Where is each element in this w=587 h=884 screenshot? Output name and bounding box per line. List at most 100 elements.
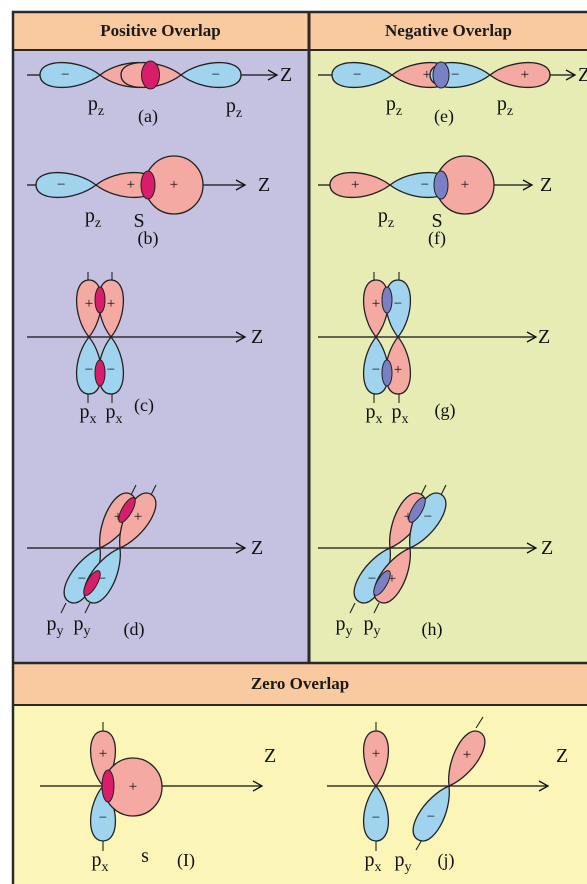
lobe-I-minus-sign: − <box>99 810 107 826</box>
lobe-a1-minus-shape <box>40 63 100 88</box>
caption-h: (h) <box>422 619 443 640</box>
lobe-f-plus-shape <box>330 173 390 198</box>
overlap-c-bot <box>95 360 105 386</box>
lobe-a2-minus: − <box>181 63 241 88</box>
lobe-b-minus: − <box>36 173 96 198</box>
sphere-b-sign: + <box>170 177 178 193</box>
lobe-a1-minus: − <box>40 63 100 88</box>
orbital-label-j1: px <box>365 849 382 875</box>
orbital-label-g2: px <box>392 401 409 427</box>
caption-g: (g) <box>435 400 456 421</box>
lobe-h2-minus-sign: − <box>424 509 432 525</box>
overlap-I <box>102 770 114 802</box>
overlap-c-top <box>95 287 105 313</box>
lobe-f-plus-sign: + <box>351 177 359 193</box>
z-label-b: Z <box>258 174 270 196</box>
tick-h2-bot <box>374 603 379 613</box>
caption-j: (j) <box>438 850 455 871</box>
lobe-b-plus-sign: + <box>127 177 135 193</box>
z-label-I: Z <box>264 745 276 767</box>
caption-I: (I) <box>177 850 195 871</box>
tick-d2-bot <box>85 603 90 613</box>
lobe-j1-plus-sign: + <box>372 746 380 762</box>
tick-d1-bot <box>61 603 66 613</box>
sphere-I-sign: + <box>129 779 137 795</box>
tick-d2-top <box>151 485 156 495</box>
tick-d1-top <box>131 485 136 495</box>
z-label-j: Z <box>556 745 568 767</box>
z-label-c: Z <box>251 326 263 348</box>
lobe-j2-plus-sign: + <box>463 747 471 763</box>
lobe-b-minus-shape <box>36 173 96 198</box>
z-label-d: Z <box>251 537 263 559</box>
caption-f: (f) <box>428 228 446 249</box>
orbital-label-b1: pz <box>85 205 101 231</box>
overlap-a <box>142 61 160 89</box>
lobe-I-plus-sign: + <box>99 746 107 762</box>
caption-c: (c) <box>134 395 154 416</box>
orbital-label-e1: pz <box>386 93 402 119</box>
lobe-g1-minus-sign: − <box>372 362 380 378</box>
lobe-j1-minus: − <box>364 786 389 841</box>
lobe-c2-plus-sign: + <box>107 296 115 312</box>
lobe-e2-plus-sign: + <box>521 67 529 83</box>
lobe-j2-minus-sign: − <box>427 809 435 825</box>
lobe-e1-minus: − <box>332 63 392 88</box>
lobe-j1-minus-sign: − <box>372 810 380 826</box>
z-label-h: Z <box>541 537 553 559</box>
tick-h2-top <box>441 485 446 495</box>
lobe-b-minus-sign: − <box>57 177 65 193</box>
tick-h1-bot <box>350 603 355 613</box>
caption-e: (e) <box>434 106 454 127</box>
lobe-j2-plus: + <box>438 726 491 792</box>
lobe-g2-minus-sign: − <box>394 296 402 312</box>
orbital-label-h2: py <box>364 613 381 639</box>
overlap-b <box>141 171 155 199</box>
overlap-g-bot <box>382 360 392 386</box>
lobe-g1-plus-sign: + <box>372 296 380 312</box>
orbital-label-f1: pz <box>378 205 394 231</box>
lobe-f-minus-sign: − <box>421 177 429 193</box>
lobe-j2-minus: − <box>407 780 460 846</box>
lobe-a2-minus-sign: − <box>212 67 220 83</box>
lobe-e1-minus-sign: − <box>353 67 361 83</box>
lobe-c1-minus-sign: − <box>85 362 93 378</box>
lobe-a1-minus-sign: − <box>61 67 69 83</box>
tick-h1-top <box>421 485 426 495</box>
orbital-label-c2: px <box>106 401 123 427</box>
z-label-a: Z <box>280 64 292 86</box>
orbital-label-a2: pz <box>226 95 242 121</box>
lobe-j1-plus: + <box>364 731 389 786</box>
lobe-e2-minus-sign: − <box>451 67 459 83</box>
orbital-label-e2: pz <box>497 93 513 119</box>
lobe-c2-minus-sign: − <box>107 362 115 378</box>
caption-a: (a) <box>138 106 158 127</box>
orbital-label-d1: py <box>47 613 64 639</box>
caption-b: (b) <box>138 228 159 249</box>
orbital-label-j2: py <box>395 849 412 875</box>
orbital-label-I2: s <box>141 845 149 867</box>
orbital-label-a1: pz <box>88 93 104 119</box>
caption-d: (d) <box>124 619 145 640</box>
z-label-f: Z <box>540 174 552 196</box>
orbital-label-h1: py <box>336 613 353 639</box>
lobe-e1-minus-shape <box>332 63 392 88</box>
z-label-e: Z <box>578 64 587 86</box>
overlap-g-top <box>382 287 392 313</box>
orbital-label-d2: py <box>74 613 91 639</box>
overlap-e <box>433 62 449 88</box>
overlap-f <box>434 171 448 199</box>
orbital-label-c1: px <box>80 401 97 427</box>
lobe-e2-plus: + <box>490 63 550 88</box>
lobe-g2-plus-sign: + <box>394 362 402 378</box>
